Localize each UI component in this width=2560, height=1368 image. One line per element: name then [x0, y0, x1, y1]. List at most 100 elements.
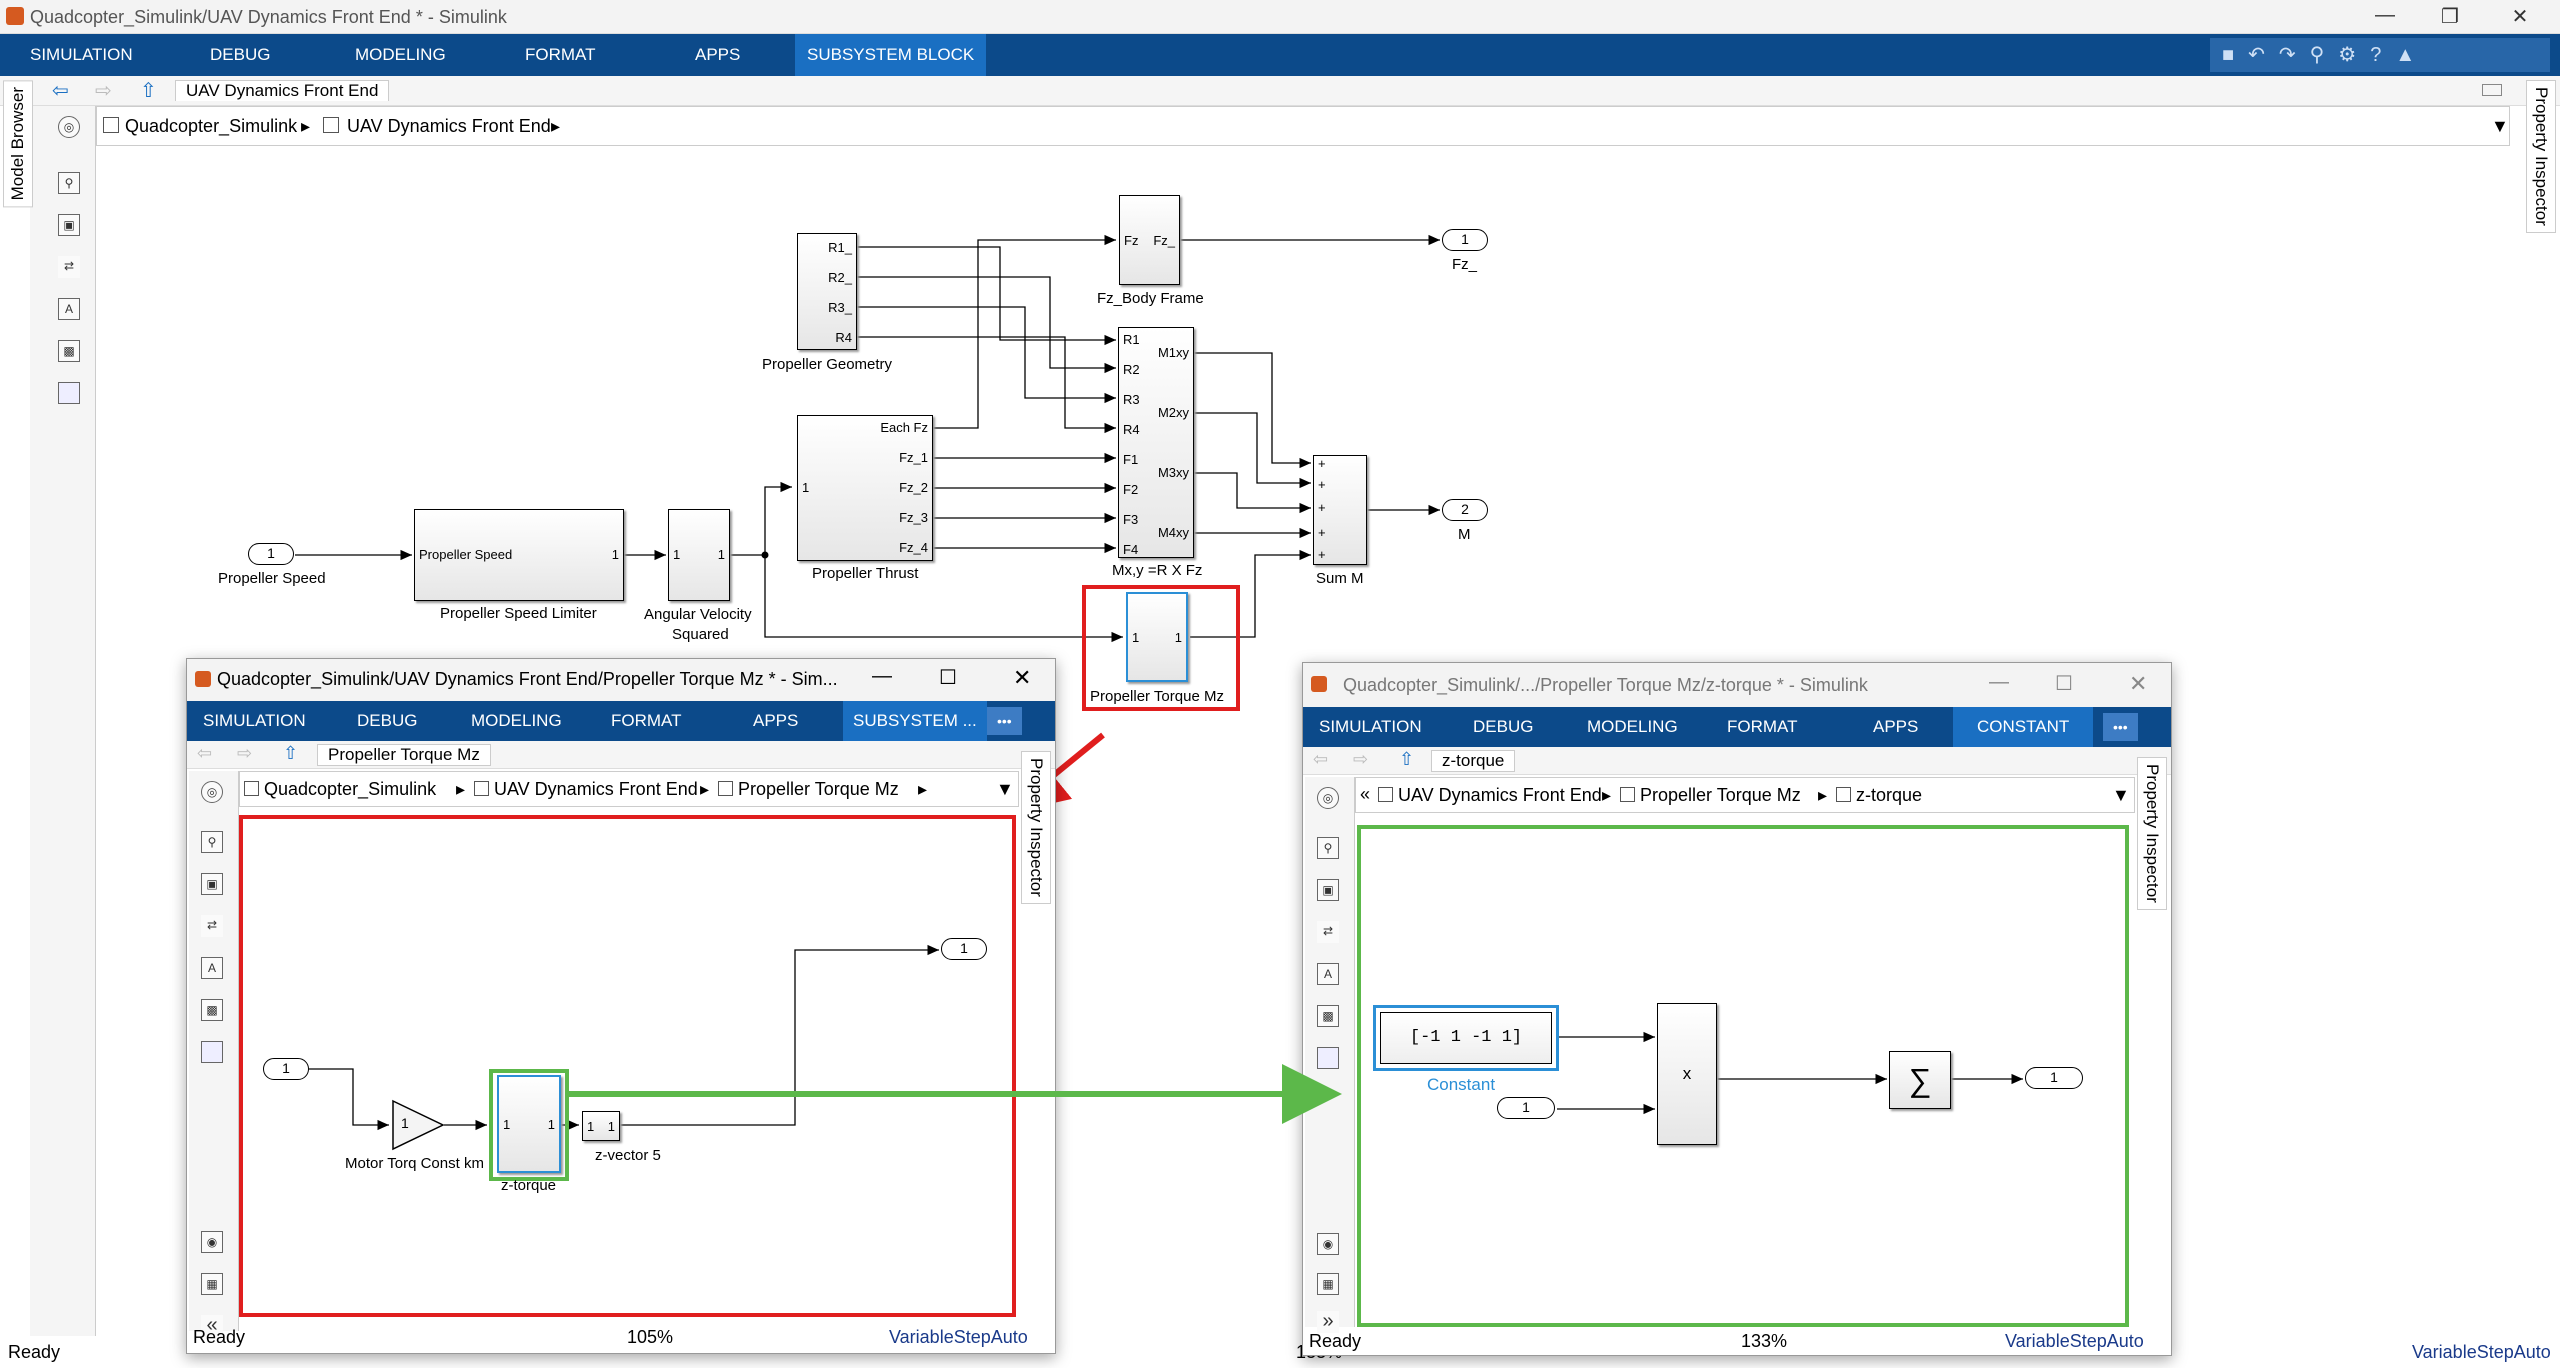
propeller-speed-limiter-block[interactable]: Propeller Speed 1 — [414, 509, 624, 601]
minimize-icon[interactable]: — — [872, 665, 892, 687]
tab-debug[interactable]: DEBUG — [357, 711, 418, 730]
gain-block[interactable] — [391, 1099, 447, 1151]
outport-m[interactable]: 2 — [1442, 499, 1488, 521]
property-inspector-tab[interactable]: Property Inspector — [2526, 80, 2556, 233]
tab-simulation[interactable]: SIMULATION — [30, 45, 133, 64]
close-icon[interactable]: ✕ — [2511, 6, 2529, 28]
tab-modeling[interactable]: MODELING — [471, 711, 562, 730]
up-icon[interactable]: ⇧ — [283, 743, 299, 763]
model-data-icon[interactable]: ▦ — [201, 1273, 223, 1295]
chevron-down-icon[interactable]: ▼ — [2491, 116, 2509, 136]
tab-subsystem-block[interactable]: SUBSYSTEM BLOCK — [795, 34, 987, 76]
propeller-thrust-block[interactable]: 1 Each Fz Fz_1 Fz_2 Fz_3 Fz_4 — [797, 415, 933, 561]
sum-of-elements-block[interactable]: ∑ — [1889, 1051, 1951, 1109]
zoom-icon[interactable]: ⚲ — [58, 172, 80, 194]
z-torque-block[interactable]: 1 1 — [497, 1075, 561, 1173]
cross-product-block[interactable]: R1 R2 R3 R4 F1 F2 F3 F4 M1xy M2xy M3xy M… — [1118, 327, 1194, 558]
maximize-icon[interactable]: ☐ — [939, 667, 957, 689]
up-icon[interactable]: ⇧ — [140, 80, 157, 102]
fz-body-frame-block[interactable]: Fz Fz_ — [1119, 195, 1180, 285]
back-icon[interactable]: ⇦ — [1313, 749, 1329, 769]
breadcrumb-item-quadcopter[interactable]: Quadcopter_Simulink — [264, 779, 437, 799]
area-icon[interactable] — [58, 382, 80, 404]
settings-icon[interactable]: ⚙ — [2338, 44, 2371, 66]
forward-icon[interactable]: ⇨ — [237, 743, 253, 763]
breadcrumb-item-quadcopter[interactable]: Quadcopter_Simulink — [125, 116, 298, 136]
chevron-down-icon[interactable]: ▼ — [2112, 785, 2130, 805]
minimize-icon[interactable]: — — [1989, 671, 2009, 693]
restore-icon[interactable]: ❐ — [2441, 6, 2459, 28]
more-button[interactable]: ••• — [987, 707, 1022, 735]
image-icon[interactable]: ▩ — [201, 999, 223, 1021]
route-lines-icon[interactable]: ⇄ — [1317, 921, 1339, 943]
tab-simulation[interactable]: SIMULATION — [203, 711, 306, 730]
constant-block[interactable]: [-1 1 -1 1] — [1373, 1005, 1559, 1071]
zoom-icon[interactable]: ⚲ — [1317, 837, 1339, 859]
tab-subsystem[interactable]: SUBSYSTEM ... — [843, 701, 987, 741]
undo-icon[interactable]: ↶ — [2248, 44, 2279, 66]
tab-constant[interactable]: CONSTANT — [1953, 707, 2094, 747]
collapse-left-icon[interactable]: « — [201, 1315, 223, 1337]
forward-icon[interactable]: ⇨ — [1353, 749, 1369, 769]
fit-view-icon[interactable]: ▣ — [201, 873, 223, 895]
area-icon[interactable] — [201, 1041, 223, 1063]
route-lines-icon[interactable]: ⇄ — [58, 256, 80, 278]
hide-show-icon[interactable]: ◎ — [58, 116, 80, 138]
chevron-down-icon[interactable]: ▼ — [996, 779, 1014, 799]
tab-apps[interactable]: APPS — [753, 711, 799, 730]
inport-propeller-speed[interactable]: 1 — [248, 543, 294, 565]
fit-view-icon[interactable]: ▣ — [58, 214, 80, 236]
annotation-icon[interactable]: A — [1317, 963, 1339, 985]
outport-1[interactable]: 1 — [2025, 1067, 2083, 1089]
tab-debug[interactable]: DEBUG — [210, 45, 271, 64]
annotation-icon[interactable]: A — [58, 298, 80, 320]
hide-show-icon[interactable]: ◎ — [201, 781, 223, 803]
redo-icon[interactable]: ↷ — [2278, 44, 2310, 66]
minimize-icon[interactable]: — — [2375, 4, 2395, 26]
nav-tab[interactable]: UAV Dynamics Front End — [175, 80, 390, 101]
zoom-icon[interactable]: ⚲ — [201, 831, 223, 853]
tab-format[interactable]: FORMAT — [1727, 717, 1798, 736]
tab-apps[interactable]: APPS — [695, 45, 741, 64]
inport-1[interactable]: 1 — [263, 1058, 309, 1080]
fit-view-icon[interactable]: ▣ — [1317, 879, 1339, 901]
property-inspector-tab[interactable]: Property Inspector — [2137, 757, 2167, 910]
z-vector-selector-block[interactable]: 1 1 — [582, 1111, 620, 1141]
up-icon[interactable]: ⇧ — [1399, 749, 1415, 769]
breadcrumb-item-propeller-torque[interactable]: Propeller Torque Mz — [1640, 785, 1801, 805]
expand-right-icon[interactable]: » — [1317, 1311, 1339, 1333]
angular-velocity-squared-block[interactable]: 1 1 — [668, 509, 730, 601]
outport-fz[interactable]: 1 — [1442, 229, 1488, 251]
win1-nav-tab[interactable]: Propeller Torque Mz — [317, 744, 491, 766]
tab-debug[interactable]: DEBUG — [1473, 717, 1534, 736]
image-icon[interactable]: ▩ — [1317, 1005, 1339, 1027]
tab-simulation[interactable]: SIMULATION — [1319, 717, 1422, 736]
inport-1[interactable]: 1 — [1497, 1097, 1555, 1119]
collapse-left-icon[interactable]: « — [1360, 784, 1371, 804]
tab-modeling[interactable]: MODELING — [1587, 717, 1678, 736]
breadcrumb-item-uav-front-end[interactable]: UAV Dynamics Front End — [347, 116, 551, 136]
breadcrumb-item-uav-front-end[interactable]: UAV Dynamics Front End — [1398, 785, 1602, 805]
win2-nav-tab[interactable]: z-torque — [1431, 750, 1516, 772]
route-lines-icon[interactable]: ⇄ — [201, 915, 223, 937]
annotation-icon[interactable]: A — [201, 957, 223, 979]
hide-show-icon[interactable]: ◎ — [1317, 787, 1339, 809]
tab-format[interactable]: FORMAT — [525, 45, 596, 64]
breadcrumb-item-z-torque[interactable]: z-torque — [1856, 785, 1923, 805]
help-icon[interactable]: ? — [2370, 44, 2396, 66]
sum-m-block[interactable]: + + + + + — [1313, 455, 1367, 565]
close-icon[interactable]: ✕ — [2129, 671, 2148, 696]
save-icon[interactable]: ■ — [2222, 44, 2249, 66]
breadcrumb-item-uav-front-end[interactable]: UAV Dynamics Front End — [494, 779, 698, 799]
back-icon[interactable]: ⇦ — [52, 80, 69, 102]
tab-apps[interactable]: APPS — [1873, 717, 1919, 736]
collapse-icon[interactable]: ▲ — [2395, 44, 2430, 66]
tab-format[interactable]: FORMAT — [611, 711, 682, 730]
close-icon[interactable]: ✕ — [1013, 665, 1032, 690]
breadcrumb-item-propeller-torque[interactable]: Propeller Torque Mz — [738, 779, 899, 799]
maximize-icon[interactable]: ☐ — [2055, 673, 2073, 695]
propeller-torque-mz-block[interactable]: 1 1 — [1126, 592, 1188, 682]
hide-explorer-icon[interactable] — [2482, 84, 2502, 96]
outport-1[interactable]: 1 — [941, 938, 987, 960]
property-inspector-tab[interactable]: Property Inspector — [1021, 751, 1051, 904]
